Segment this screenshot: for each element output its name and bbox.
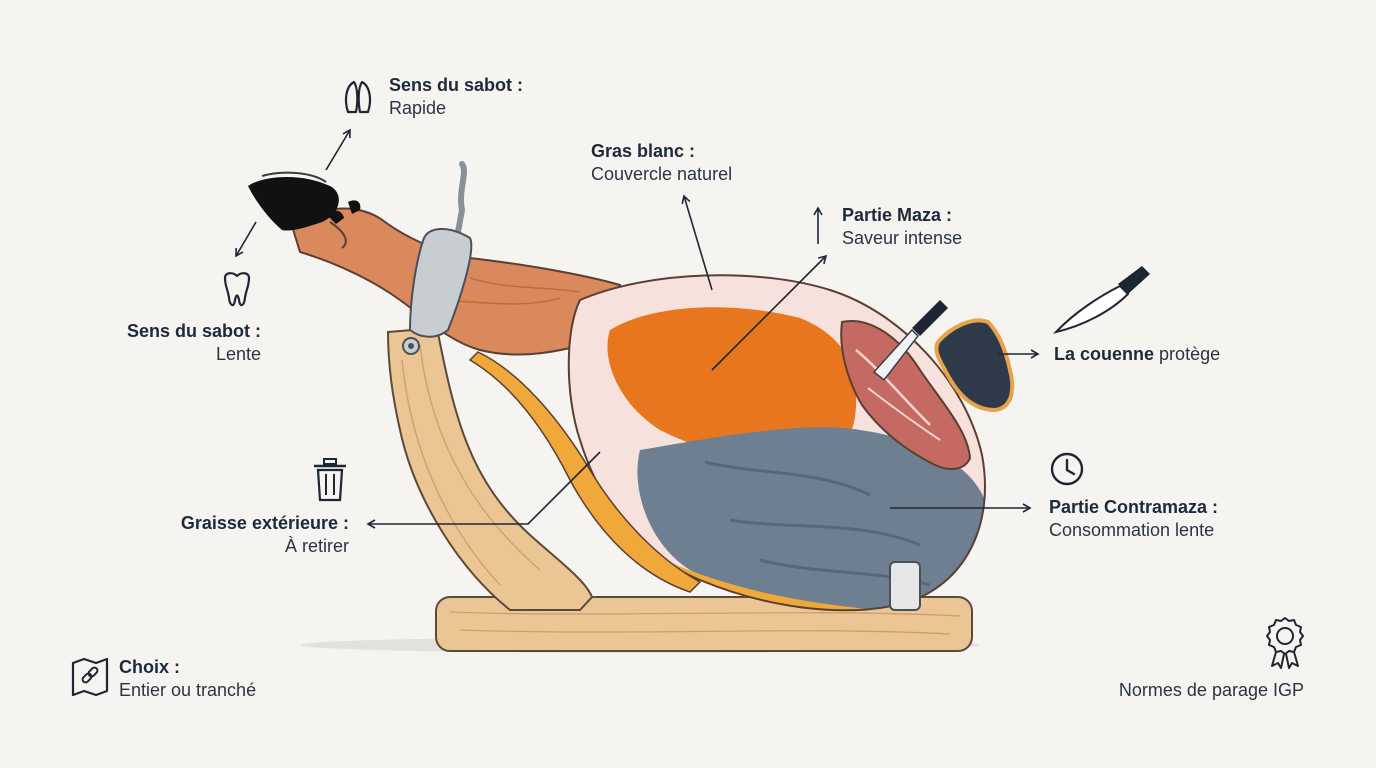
label-hoof-fast: Sens du sabot : Rapide	[389, 74, 523, 120]
label-title: Partie Maza :	[842, 205, 953, 225]
label-sub: Lente	[215, 344, 261, 364]
outer-fat-band	[468, 351, 702, 593]
label-sub: Rapide	[389, 98, 447, 118]
label-sub: À retirer	[284, 536, 349, 556]
label-sub: protège	[1159, 344, 1221, 364]
ham-hoof	[248, 171, 361, 231]
award-ribbon-icon	[1266, 617, 1304, 669]
annotation-arrows	[235, 128, 1040, 529]
label-text: Normes de parage IGP	[1118, 680, 1304, 700]
label-title: Sens du sabot :	[389, 75, 524, 95]
tooth-icon	[223, 272, 251, 307]
label-sub: Entier ou tranché	[119, 680, 257, 700]
metal-clamp	[402, 228, 473, 355]
label-sub: Consommation lente	[1049, 520, 1215, 540]
metal-hook	[455, 161, 467, 235]
trash-icon	[314, 458, 346, 502]
ham-body-outline	[567, 274, 986, 612]
label-title: La couenne	[1054, 344, 1155, 364]
label-white-fat: Gras blanc : Couvercle naturel	[591, 140, 732, 186]
label-sub: Couvercle naturel	[591, 164, 733, 184]
wooden-stand-upright	[386, 326, 594, 611]
rind-piece	[934, 318, 1015, 413]
clock-icon	[1050, 452, 1084, 486]
slicing-knife	[872, 300, 948, 382]
label-choice: Choix : Entier ou tranché	[119, 656, 256, 702]
label-igp-standards: Normes de parage IGP	[1119, 679, 1304, 702]
label-contramaza: Partie Contramaza : Consommation lente	[1049, 496, 1218, 542]
label-hoof-slow: Sens du sabot : Lente	[127, 320, 261, 366]
label-title: Gras blanc :	[591, 141, 696, 161]
label-maza: Partie Maza : Saveur intense	[842, 204, 962, 250]
label-rind: La couenne protège	[1054, 343, 1220, 366]
label-title: Graisse extérieure :	[180, 513, 349, 533]
cut-face	[840, 320, 972, 471]
hoof-icon	[344, 80, 372, 114]
knife-icon	[1052, 266, 1150, 334]
label-title: Sens du sabot :	[126, 321, 261, 341]
label-outer-fat: Graisse extérieure : À retirer	[181, 512, 349, 558]
label-title: Choix :	[119, 657, 180, 677]
label-sub: Saveur intense	[842, 228, 963, 248]
map-link-icon	[71, 657, 109, 697]
label-title: Partie Contramaza :	[1049, 497, 1219, 517]
base-clip	[889, 561, 921, 611]
